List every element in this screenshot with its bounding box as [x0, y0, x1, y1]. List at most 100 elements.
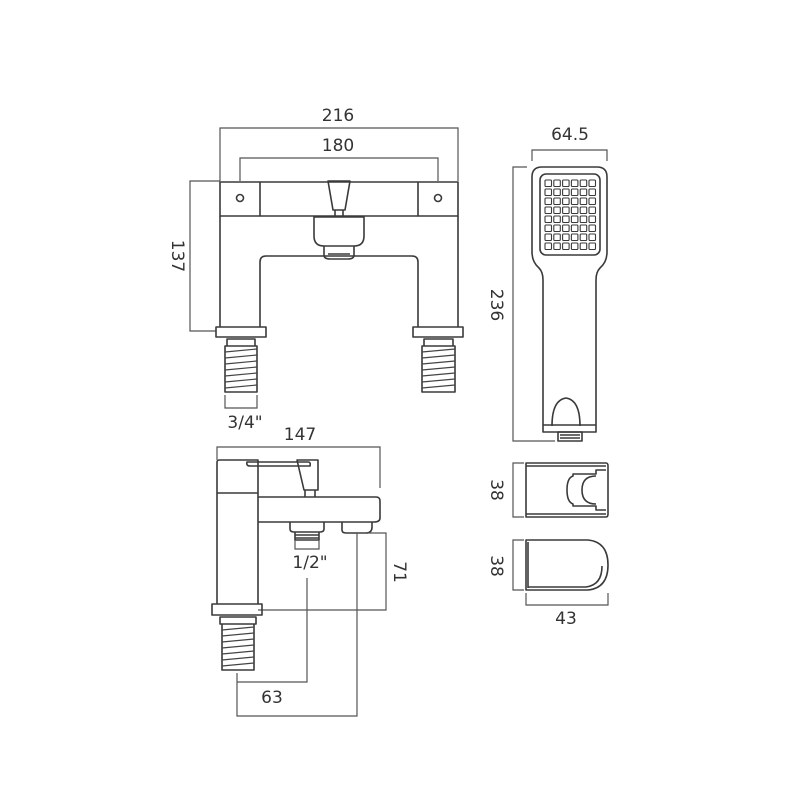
dim-43-label: 43	[555, 609, 577, 629]
dim-71-label: 71	[389, 561, 409, 583]
dim-63-line	[236, 533, 358, 717]
spray-nozzle	[579, 206, 588, 215]
front-view: 216 180 137 3/4"	[167, 106, 464, 433]
wall-bracket: 38	[486, 462, 609, 518]
spray-nozzle	[570, 197, 579, 206]
spray-nozzle	[579, 233, 588, 242]
spray-nozzle	[570, 233, 579, 242]
hose-connector-thread	[557, 431, 583, 442]
dim-147-label: 147	[284, 425, 316, 445]
body-bridge	[219, 216, 459, 327]
spray-face	[539, 173, 601, 256]
spray-nozzle	[544, 206, 553, 215]
spray-nozzle	[553, 233, 561, 242]
spray-nozzle	[570, 215, 579, 224]
spray-nozzle	[562, 188, 570, 197]
dim-236-line	[512, 166, 555, 442]
dim-137-label: 137	[167, 240, 187, 272]
outlet-thread-dim	[294, 540, 320, 550]
spray-nozzle	[553, 188, 561, 197]
side-body	[216, 459, 259, 604]
side-lever-plate	[246, 461, 312, 467]
spray-nozzle	[544, 188, 553, 197]
diverter-lever	[327, 180, 351, 217]
spray-nozzle	[579, 242, 588, 251]
outlet-thread	[294, 532, 320, 541]
spray-nozzle	[588, 242, 597, 251]
spray-nozzle	[579, 197, 588, 206]
spray-nozzle	[562, 242, 570, 251]
spray-nozzle	[562, 197, 570, 206]
spout	[258, 496, 381, 523]
spray-nozzle	[579, 215, 588, 224]
dim-147-line	[216, 446, 381, 488]
spray-nozzle	[570, 242, 579, 251]
spray-nozzle	[553, 206, 561, 215]
diverter-nozzle	[323, 246, 355, 260]
spray-nozzle	[544, 242, 553, 251]
dim-38-bracket-line	[512, 462, 524, 518]
dim-38-holder-label: 38	[486, 555, 506, 577]
side-view: 147 1/2" 71 63	[211, 425, 409, 717]
dim-3-4-label: 3/4"	[227, 413, 262, 433]
dim-236-label: 236	[486, 289, 506, 321]
side-inlet-thread	[219, 616, 257, 671]
spray-nozzle	[544, 233, 553, 242]
dim-thread-line	[224, 395, 258, 409]
side-flange	[211, 603, 263, 616]
spray-nozzle	[588, 215, 597, 224]
dim-137-line	[189, 180, 220, 332]
side-diverter-lever	[296, 459, 319, 497]
spray-nozzle	[588, 233, 597, 242]
spray-nozzle	[588, 224, 597, 233]
spray-nozzle	[562, 233, 570, 242]
spray-nozzle	[570, 206, 579, 215]
handset-outline	[531, 166, 608, 433]
spray-nozzle	[553, 197, 561, 206]
spray-nozzle	[579, 179, 588, 188]
dim-216-label: 216	[322, 106, 354, 126]
left-flange	[215, 326, 267, 338]
spray-nozzle	[553, 215, 561, 224]
left-handle-screw	[235, 193, 245, 203]
right-handle-screw	[433, 193, 443, 203]
spray-nozzle	[588, 197, 597, 206]
spray-nozzle	[544, 224, 553, 233]
outlet-aerator	[289, 522, 325, 533]
dim-216-line	[219, 127, 459, 181]
dim-63-label: 63	[261, 688, 283, 708]
spray-nozzle	[562, 224, 570, 233]
spray-nozzle	[579, 224, 588, 233]
dim-180-label: 180	[322, 136, 354, 156]
spray-nozzle	[570, 179, 579, 188]
left-inlet-thread	[224, 338, 258, 393]
right-flange	[412, 326, 464, 338]
dim-64-5-line	[531, 149, 608, 161]
nozzle-grid	[544, 179, 597, 251]
spray-nozzle	[570, 224, 579, 233]
left-handle-block	[219, 181, 261, 217]
dim-71-line	[258, 532, 387, 611]
spray-nozzle	[588, 206, 597, 215]
dim-43-line	[525, 593, 609, 606]
bracket-outline	[525, 462, 609, 518]
spray-nozzle	[588, 179, 597, 188]
spray-nozzle	[562, 215, 570, 224]
dim-64-5-label: 64.5	[551, 125, 589, 145]
dim-1-2-label: 1/2"	[292, 553, 327, 573]
spray-nozzle	[544, 197, 553, 206]
spray-nozzle	[553, 224, 561, 233]
spray-nozzle	[544, 179, 553, 188]
spray-nozzle	[553, 242, 561, 251]
handset-holder: 38 43	[486, 539, 609, 629]
spout-tip	[341, 522, 373, 534]
dim-180-line	[239, 157, 439, 181]
spray-nozzle	[562, 206, 570, 215]
bracket-c-clip	[566, 469, 606, 511]
spray-nozzle	[544, 215, 553, 224]
right-handle-block	[417, 181, 459, 217]
dim-38-bracket-label: 38	[486, 479, 506, 501]
diverter-cup	[313, 216, 365, 247]
handset: 64.5 236	[486, 125, 608, 442]
